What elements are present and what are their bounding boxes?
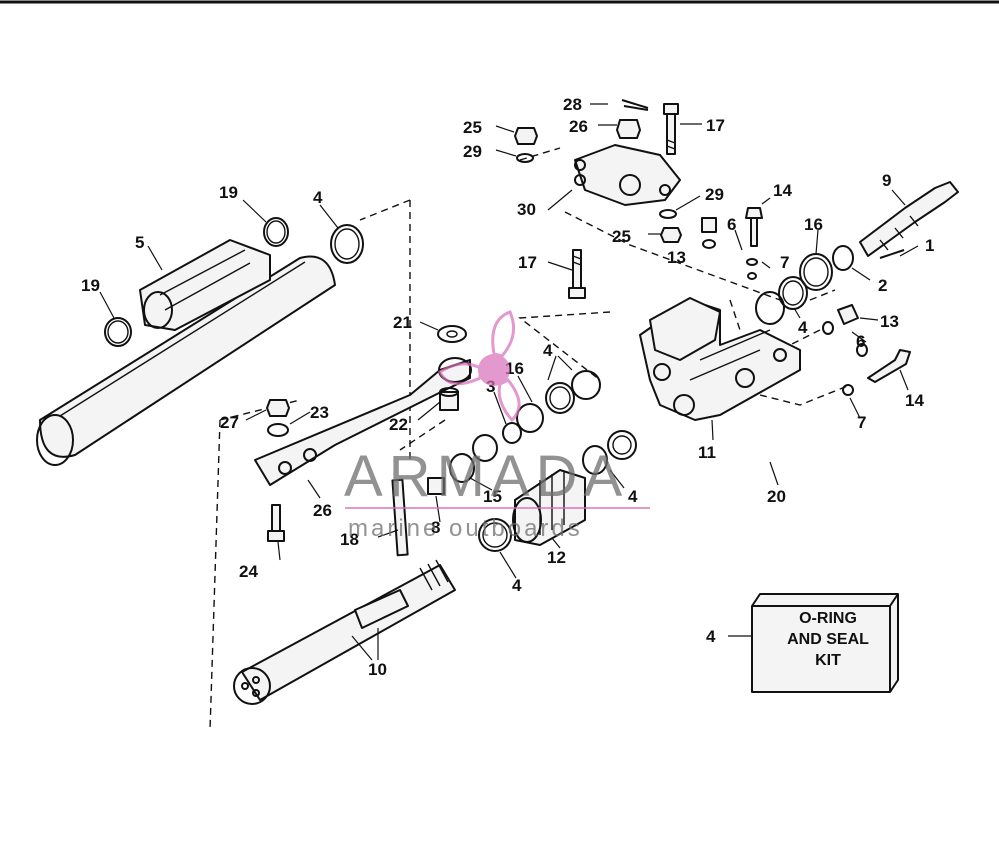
leader-lines <box>99 103 919 661</box>
label-27: 27 <box>220 413 239 432</box>
label-12: 12 <box>547 548 566 567</box>
seal-4-lower-right <box>582 445 608 475</box>
label-14-upper: 14 <box>773 181 792 200</box>
label-11: 11 <box>698 443 716 462</box>
label-24: 24 <box>239 562 258 581</box>
o-ring-19-upper <box>263 217 289 247</box>
label-25-upper: 25 <box>463 118 482 137</box>
valve-body <box>639 297 801 421</box>
label-4-lower-right: 4 <box>628 487 638 506</box>
nut-8 <box>427 477 445 495</box>
label-6-right: 6 <box>856 332 865 351</box>
label-4-tube: 4 <box>313 188 323 207</box>
label-16-right: 16 <box>804 215 823 234</box>
label-23: 23 <box>310 403 329 422</box>
label-21: 21 <box>393 313 412 332</box>
assembly-guides <box>209 147 851 731</box>
screw-24 <box>267 504 285 542</box>
nut-26-upper <box>616 119 641 139</box>
bolt-17-lower <box>568 249 586 299</box>
screw-14-right <box>842 343 911 396</box>
plug-13-right <box>822 304 859 335</box>
label-4-mid: 4 <box>543 341 553 360</box>
label-14-right: 14 <box>905 391 924 410</box>
kit-line-3: KIT <box>815 652 841 669</box>
washer-29-right <box>659 209 677 219</box>
kit-line-1: O-RING <box>799 610 857 627</box>
nut-25-upper <box>514 127 538 145</box>
seal-3-and-16 <box>502 370 601 444</box>
label-4-right: 4 <box>798 318 808 337</box>
label-19-upper: 19 <box>219 183 238 202</box>
label-5: 5 <box>135 233 144 252</box>
label-18: 18 <box>340 530 359 549</box>
propeller-logo-icon <box>438 310 521 423</box>
label-8: 8 <box>431 518 440 537</box>
washer-29-upper <box>516 153 534 163</box>
watermark-tagline: marine outboards <box>348 515 583 542</box>
label-16-mid: 16 <box>505 359 524 378</box>
label-3: 3 <box>486 377 495 396</box>
label-17-lower: 17 <box>518 253 537 272</box>
washer-21 <box>437 325 467 343</box>
label-9: 9 <box>882 171 891 190</box>
valve-shaft <box>859 181 959 259</box>
label-28: 28 <box>563 95 582 114</box>
seal-4-lower-far <box>607 430 637 460</box>
label-7-upper: 7 <box>780 253 789 272</box>
o-ring-19-lower <box>104 317 132 347</box>
label-13-upper: 13 <box>667 248 686 267</box>
label-13-right: 13 <box>880 312 899 331</box>
label-20: 20 <box>767 487 786 506</box>
bushing-22 <box>439 387 459 411</box>
label-6-upper: 6 <box>727 215 736 234</box>
trunnion-yoke <box>574 144 681 206</box>
label-4-lower-left: 4 <box>512 576 522 595</box>
label-17-upper: 17 <box>706 116 725 135</box>
watermark: ARMADA marine outboards <box>344 310 650 542</box>
nut-25-right <box>660 227 682 243</box>
seal-4-right-a <box>778 276 808 310</box>
label-4-kit: 4 <box>706 627 716 646</box>
o-ring-4-tube <box>330 224 364 264</box>
label-30: 30 <box>517 200 536 219</box>
bolt-17-upper <box>663 103 679 155</box>
part-labels: 28 17 26 25 29 30 29 14 9 25 6 16 1 13 7… <box>81 95 934 679</box>
label-1: 1 <box>925 236 934 255</box>
plug-13-upper <box>701 217 717 249</box>
tube-18 <box>391 478 409 557</box>
cylinder-tube <box>36 255 336 466</box>
washer-23 <box>267 423 289 437</box>
seal-kit-box: O-RING AND SEAL KIT <box>751 593 899 693</box>
seal-15 <box>449 434 498 483</box>
watermark-brand: ARMADA <box>344 444 628 509</box>
label-22: 22 <box>389 415 408 434</box>
label-29-upper: 29 <box>463 142 482 161</box>
label-25-right: 25 <box>612 227 631 246</box>
cylinder-bracket <box>139 239 271 331</box>
label-10: 10 <box>368 660 387 679</box>
label-2: 2 <box>878 276 887 295</box>
label-29-right: 29 <box>705 185 724 204</box>
cotter-pin-28 <box>621 99 649 111</box>
screw-14-upper <box>745 207 763 280</box>
seal-4-right-b <box>755 291 785 325</box>
kit-line-2: AND SEAL <box>787 631 869 648</box>
steering-arm <box>254 357 472 486</box>
label-26-upper: 26 <box>569 117 588 136</box>
label-7-right: 7 <box>857 413 866 432</box>
o-ring-2 <box>832 245 854 271</box>
nut-27 <box>266 399 290 417</box>
label-26-lower: 26 <box>313 501 332 520</box>
piston-rod <box>233 559 456 705</box>
label-19-lower: 19 <box>81 276 100 295</box>
seal-4-lower-left <box>478 518 512 552</box>
label-15: 15 <box>483 487 502 506</box>
